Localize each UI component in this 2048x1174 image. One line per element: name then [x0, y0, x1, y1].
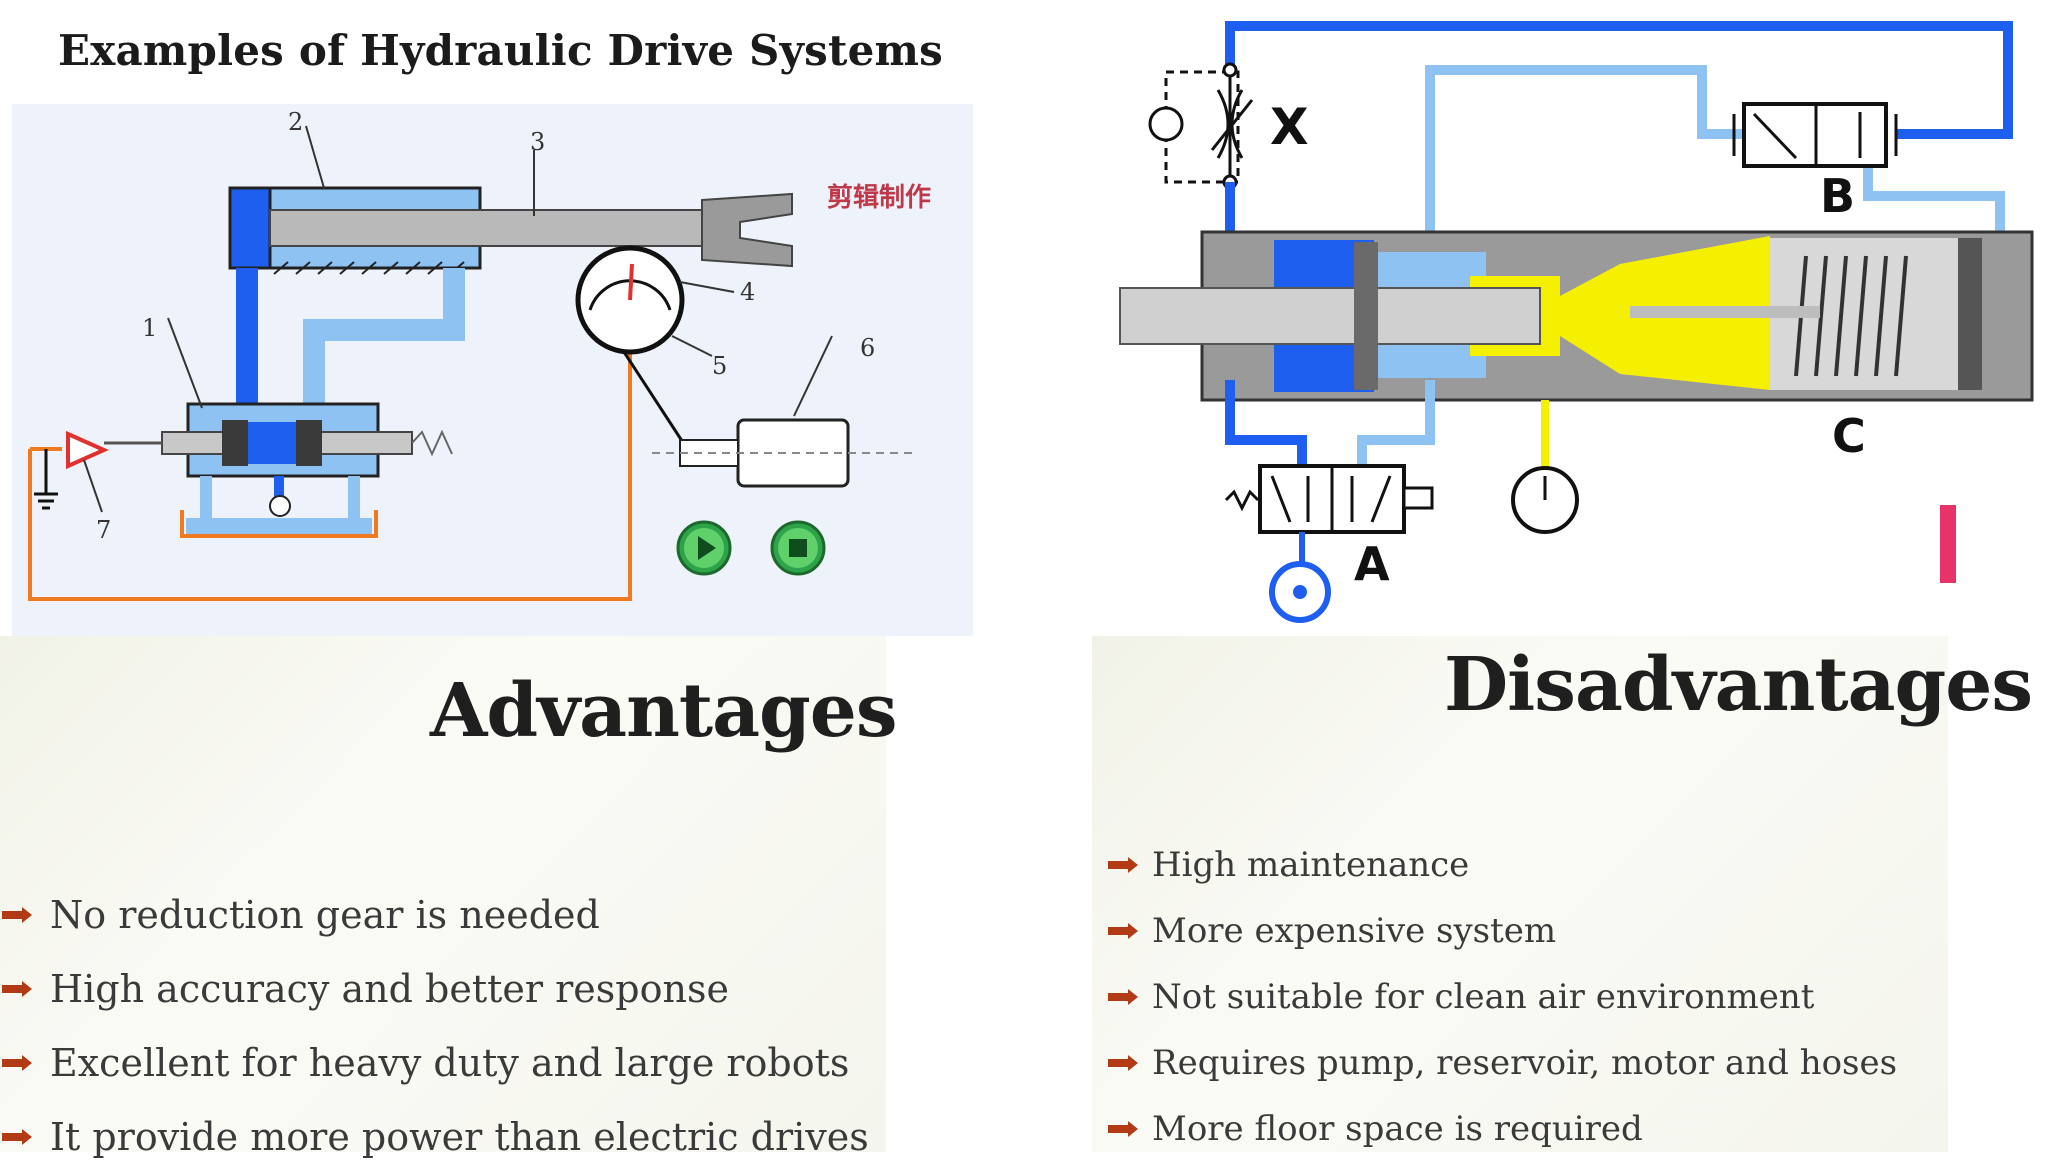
part-number-1: 1	[142, 314, 157, 342]
list-item: Not suitable for clean air environment	[1106, 964, 1897, 1030]
list-item-text: Requires pump, reservoir, motor and hose…	[1152, 1043, 1898, 1083]
list-item-text: Excellent for heavy duty and large robot…	[50, 1041, 850, 1085]
list-item: Excellent for heavy duty and large robot…	[0, 1026, 869, 1100]
arrow-bullet-icon	[1108, 1055, 1138, 1071]
advantages-heading: Advantages	[430, 668, 898, 754]
slide-title: Examples of Hydraulic Drive Systems	[58, 26, 944, 75]
list-item-text: More expensive system	[1152, 911, 1557, 951]
valve-circuit-diagram: X B C	[990, 0, 2048, 636]
label-x: X	[1270, 98, 1309, 156]
hydraulic-system-diagram: 剪辑制作	[12, 104, 973, 636]
list-item: More floor space is required	[1106, 1096, 1897, 1162]
list-item: High maintenance	[1106, 832, 1897, 898]
arrow-bullet-icon	[2, 1055, 32, 1071]
list-item-text: High accuracy and better response	[50, 967, 729, 1011]
arrow-bullet-icon	[2, 907, 32, 923]
disadvantages-heading: Disadvantages	[1444, 642, 2033, 728]
advantages-list: No reduction gear is needed High accurac…	[0, 878, 869, 1174]
watermark-text: 剪辑制作	[827, 182, 931, 213]
label-c: C	[1832, 409, 1866, 463]
arrow-bullet-icon	[1108, 1121, 1138, 1137]
part-number-5: 5	[712, 352, 727, 380]
part-number-7: 7	[96, 516, 111, 544]
arrow-bullet-icon	[2, 1129, 32, 1145]
disadvantages-list: High maintenance More expensive system N…	[1106, 832, 1897, 1162]
list-item-text: Not suitable for clean air environment	[1152, 977, 1815, 1017]
list-item: More expensive system	[1106, 898, 1897, 964]
stop-icon	[789, 539, 807, 557]
list-item: No reduction gear is needed	[0, 878, 869, 952]
part-number-6: 6	[860, 334, 875, 362]
play-button[interactable]	[674, 518, 734, 578]
arrow-bullet-icon	[1108, 989, 1138, 1005]
accent-bar	[1940, 505, 1956, 583]
list-item: High accuracy and better response	[0, 952, 869, 1026]
play-icon	[698, 536, 716, 560]
list-item-text: More floor space is required	[1152, 1109, 1643, 1149]
label-b: B	[1820, 169, 1855, 223]
label-a: A	[1354, 537, 1390, 591]
list-item: Requires pump, reservoir, motor and hose…	[1106, 1030, 1897, 1096]
arrow-bullet-icon	[1108, 923, 1138, 939]
list-item-text: High maintenance	[1152, 845, 1470, 885]
part-number-2: 2	[288, 108, 303, 136]
list-item-text: No reduction gear is needed	[50, 893, 600, 937]
part-number-4: 4	[740, 278, 755, 306]
list-item: It provide more power than electric driv…	[0, 1100, 869, 1174]
stop-button[interactable]	[768, 518, 828, 578]
arrow-bullet-icon	[2, 981, 32, 997]
disadvantages-card	[1092, 636, 1948, 1152]
part-number-3: 3	[530, 128, 545, 156]
list-item-text: It provide more power than electric driv…	[50, 1115, 869, 1159]
advantages-card	[0, 636, 886, 1152]
arrow-bullet-icon	[1108, 857, 1138, 873]
